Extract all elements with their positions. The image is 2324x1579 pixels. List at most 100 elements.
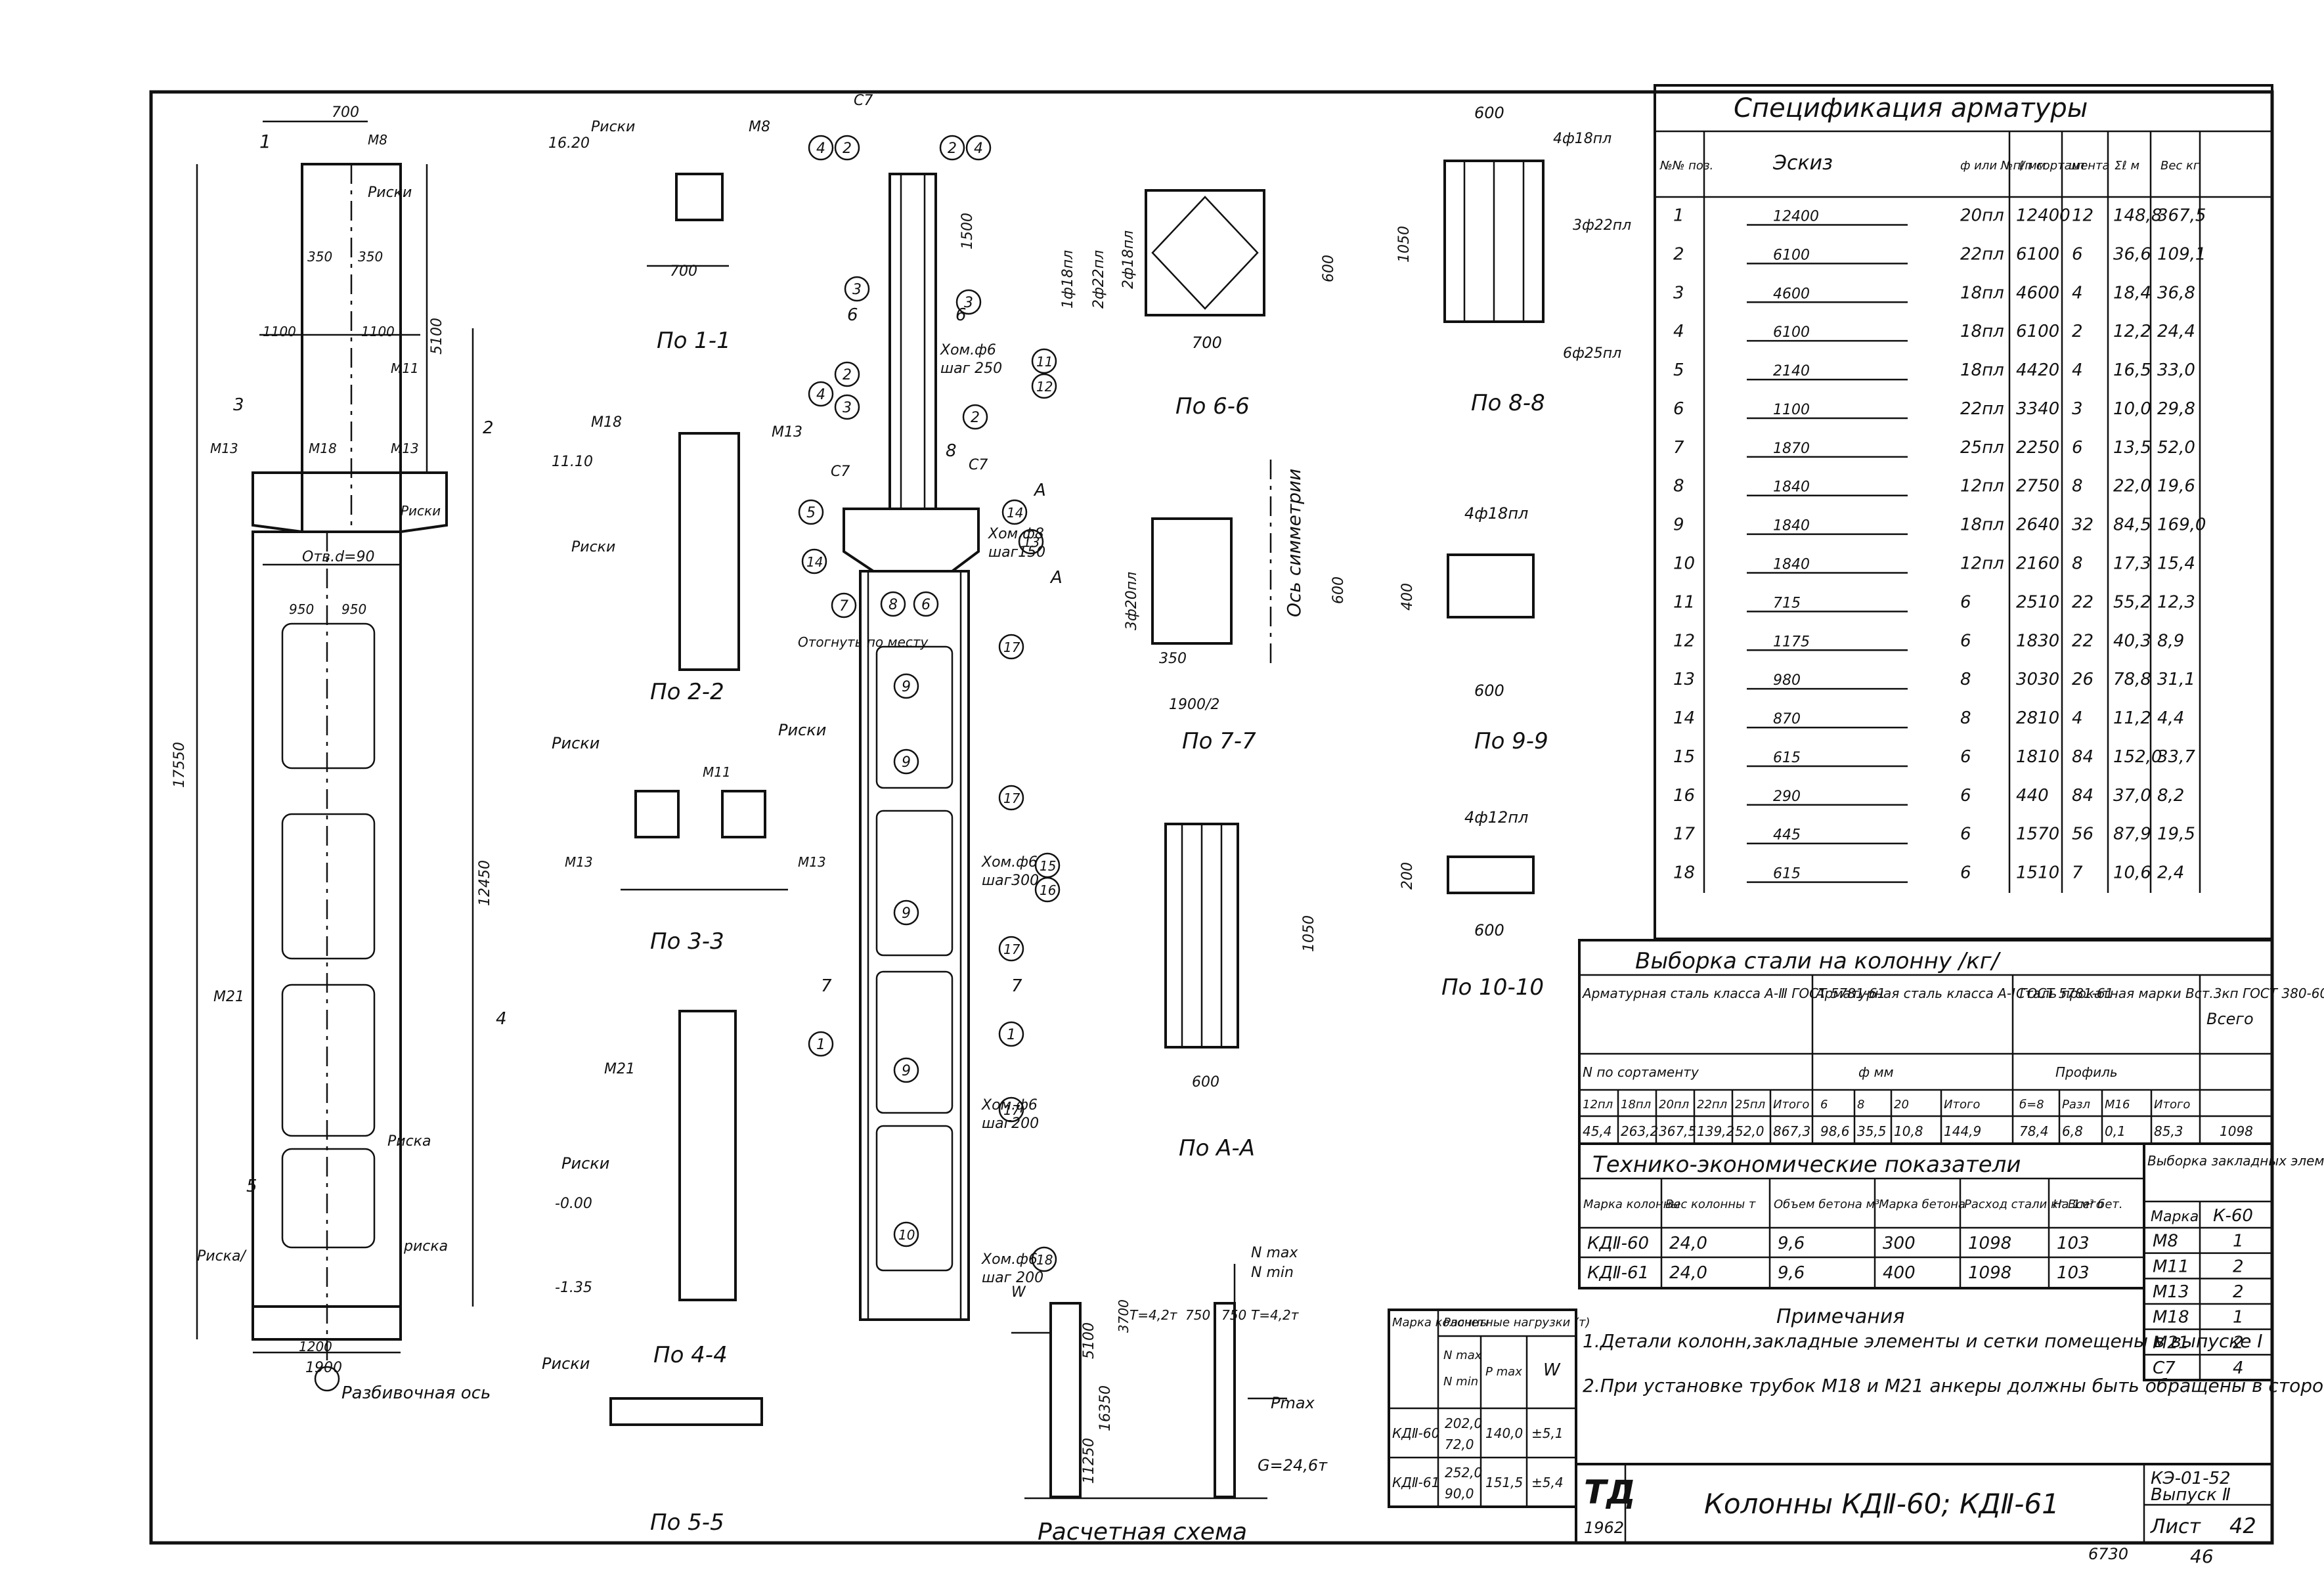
steel-group-3: Всего [2206,1010,2254,1028]
spec-cell-3-4: 4 [2072,283,2083,303]
mark-riska-2: Риска/ [197,1248,247,1265]
spec-cell-17-3: 1570 [2016,825,2059,844]
tep-header-1: Вес колонны т [1665,1198,1756,1211]
steel-col-2: 20пл [1659,1098,1689,1112]
section-2-2-label-m18: М18 [591,414,622,431]
mark-m8: М8 [368,132,387,148]
level-0-00: -0.00 [555,1196,592,1212]
dim-1200: 1200 [299,1339,332,1354]
section-7-7-axis: Ось симметрии [1283,469,1305,617]
embeds-row-3-mark: М18 [2153,1308,2189,1328]
sheet-label: Лист [2150,1515,2202,1538]
spec-cell-16-0: 16 [1673,786,1695,806]
mark-riski-top: Риски [368,184,412,201]
section-8-8-bar-2: 3ф22пл [1573,217,1631,234]
spec-cell-10-0: 10 [1673,554,1695,574]
spec-cell-13-0: 13 [1673,670,1695,689]
spec-cell-17-0: 17 [1673,825,1696,844]
steel-value-12: 0,1 [2105,1123,2126,1139]
calc-w: W [1011,1284,1026,1301]
loads-header-pmax: P max [1485,1365,1522,1379]
spec-cell-9-6: 169,0 [2157,515,2206,535]
cage-label-c7-top: С7 [854,93,873,109]
tep-cell-0-1: 24,0 [1669,1234,1707,1253]
spec-cell-7-1: 1870 [1773,441,1810,457]
section-3-3-label-riski-r: Риски [778,721,826,739]
mark-m13-left: М13 [210,441,238,456]
spec-cell-1-2: 20пл [1960,206,2004,226]
steel-col-5: Итого [1773,1098,1809,1112]
callout-15: 15 [1040,858,1056,874]
spec-cell-10-3: 2160 [2016,554,2059,574]
section-4-4-caption: По 4-4 [653,1342,728,1368]
spec-cell-8-4: 8 [2072,477,2083,496]
cage-stirrup-3-step: шаг300 [982,873,1039,889]
loads-row-0-w: ±5,1 [1531,1425,1564,1441]
section-3-3-label-m13-l: М13 [565,854,593,870]
section-9-9-caption: По 9-9 [1474,728,1548,754]
callout-3b: 3 [964,295,973,311]
spec-cell-2-5: 36,6 [2113,244,2151,264]
steel-col-12: М16 [2105,1098,2130,1112]
cage-section-a-bottom: А [1049,568,1063,588]
steel-sub-profile: Профиль [2055,1064,2118,1080]
mark-riska-3: риска [403,1238,448,1255]
section-8-8-caption: По 8-8 [1471,390,1545,416]
tep-table [1578,1142,2145,1289]
calc-nmin: N min [1251,1265,1294,1281]
spec-cell-8-3: 2750 [2016,477,2059,496]
spec-cell-16-6: 8,2 [2157,786,2184,806]
spec-cell-5-0: 5 [1673,360,1684,380]
callout-1b: 1 [1007,1027,1016,1043]
calc-scheme-sketch [1011,1264,1287,1500]
reinforcement-cage [843,173,980,1321]
callout-9d: 9 [902,1063,911,1079]
spec-cell-16-3: 440 [2016,786,2049,806]
sheet-title: Колонны КДⅡ-60; КДⅡ-61 [1704,1488,2059,1520]
spec-cell-12-5: 40,3 [2113,631,2151,651]
spec-cell-8-0: 8 [1673,477,1684,496]
dim-950-left: 950 [289,601,314,617]
section-8-8-bar-3: 6ф25пл [1563,345,1621,362]
section-mark-2: 2 [483,418,494,438]
loads-row-1-pmax: 151,5 [1485,1475,1523,1490]
section-mark-4: 4 [496,1009,507,1029]
spec-cell-16-2: 6 [1960,786,1971,806]
section-7-7-caption: По 7-7 [1182,728,1256,754]
spec-cell-1-5: 148,8 [2113,206,2162,226]
spec-cell-6-1: 1100 [1773,402,1810,418]
tep-cell-1-4: 1098 [1968,1263,2011,1283]
sheet-series: КЭ-01-52 [2151,1469,2231,1488]
spec-cell-3-1: 4600 [1773,286,1810,302]
mark-m18: М18 [309,441,337,456]
spec-cell-3-3: 4600 [2016,283,2059,303]
spec-cell-15-0: 15 [1673,747,1695,767]
spec-cell-6-0: 6 [1673,399,1684,419]
tep-header-2: Объем бетона м³ [1774,1198,1879,1211]
spec-cell-16-5: 37,0 [2113,786,2151,806]
steel-col-7: 8 [1857,1098,1864,1112]
callout-4b: 4 [974,141,983,157]
mark-riski-mid: Риски [401,503,441,519]
callout-4c: 4 [816,387,825,403]
sheet-year: 1962 [1584,1519,1624,1537]
spec-cell-2-1: 6100 [1773,247,1810,263]
cage-section-8: 8 [946,441,957,461]
tep-cell-0-2: 9,6 [1778,1234,1805,1253]
title-block [1575,1463,2273,1544]
mark-m11: М11 [391,360,419,376]
callout-5: 5 [806,505,816,521]
section-7-7-dim-350: 350 [1159,651,1187,667]
loads-row-0-mark: КДⅡ-60 [1392,1425,1439,1441]
spec-cell-14-3: 2810 [2016,708,2059,728]
cage-stirrup-4: Хом.ф6 [981,1097,1038,1114]
callout-3c: 3 [843,400,852,416]
section-6-6-bar-3: 1ф18пл [1060,250,1076,309]
spec-cell-12-4: 22 [2072,631,2094,651]
cage-label-c7-right: С7 [969,457,988,473]
spec-cell-10-1: 1840 [1773,557,1810,573]
spec-cell-14-0: 14 [1673,708,1695,728]
notes-title: Примечания [1776,1305,1904,1328]
spec-cell-13-6: 31,1 [2157,670,2195,689]
